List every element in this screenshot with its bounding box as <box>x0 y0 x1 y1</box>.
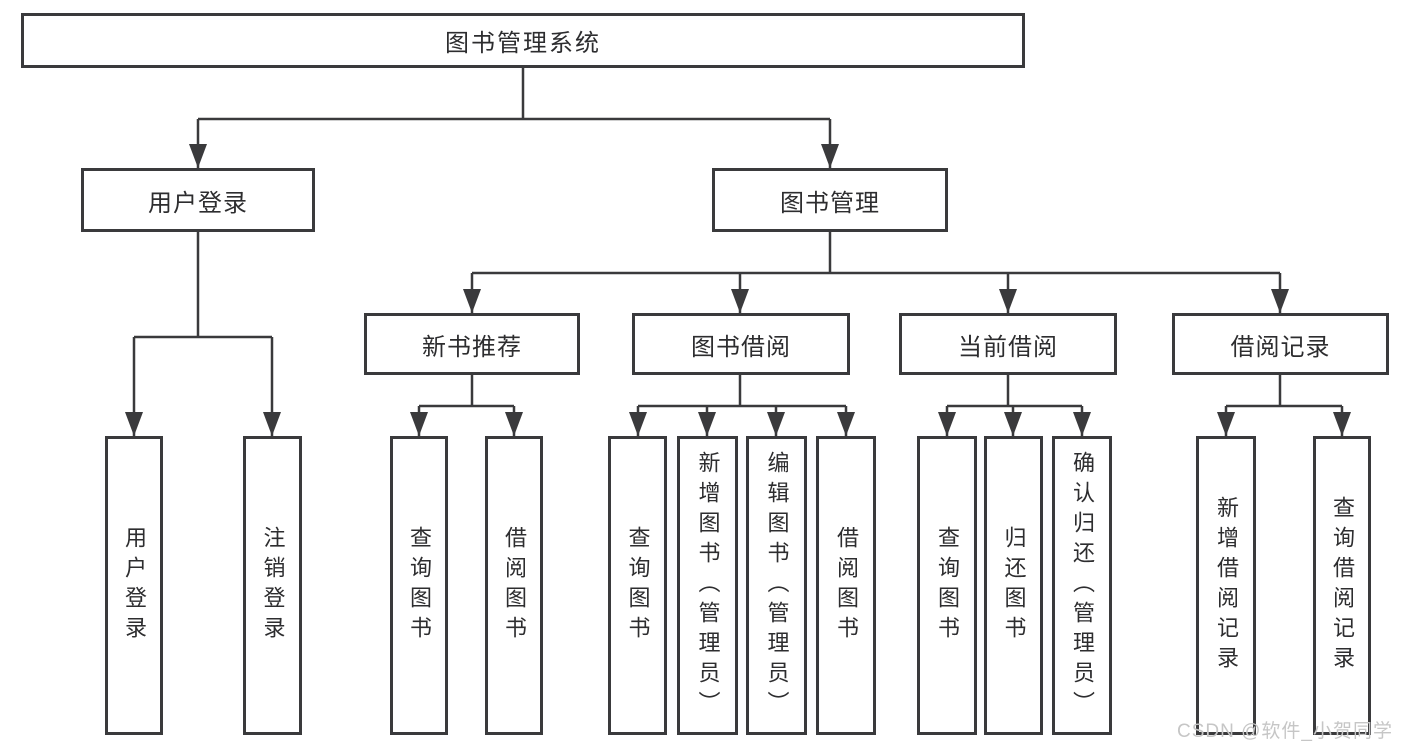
node-new-book-recommend: 新书推荐 <box>364 313 580 375</box>
node-leaf-add-book-admin: 新增图书（管理员） <box>677 436 738 735</box>
node-current-borrow: 当前借阅 <box>899 313 1117 375</box>
node-leaf-edit-book-admin: 编辑图书（管理员） <box>746 436 807 735</box>
node-leaf-query-book: 查询图书 <box>390 436 448 735</box>
node-leaf-return-book: 归还图书 <box>984 436 1043 735</box>
node-leaf-add-borrow-record: 新增借阅记录 <box>1196 436 1256 735</box>
node-leaf-user-login: 用户登录 <box>105 436 163 735</box>
node-leaf-logout: 注销登录 <box>243 436 302 735</box>
node-leaf-borrow-book: 借阅图书 <box>485 436 543 735</box>
node-book-borrow: 图书借阅 <box>632 313 850 375</box>
node-book-management: 图书管理 <box>712 168 948 232</box>
node-leaf-query-book: 查询图书 <box>917 436 977 735</box>
csdn-watermark: CSDN @软件_小贺同学 <box>1177 721 1393 742</box>
node-user-login: 用户登录 <box>81 168 315 232</box>
node-leaf-confirm-return-admin: 确认归还（管理员） <box>1052 436 1112 735</box>
node-leaf-borrow-book: 借阅图书 <box>816 436 876 735</box>
node-leaf-query-borrow-record: 查询借阅记录 <box>1313 436 1371 735</box>
node-borrow-records: 借阅记录 <box>1172 313 1389 375</box>
node-leaf-query-book: 查询图书 <box>608 436 667 735</box>
node-book-management-system: 图书管理系统 <box>21 13 1025 68</box>
